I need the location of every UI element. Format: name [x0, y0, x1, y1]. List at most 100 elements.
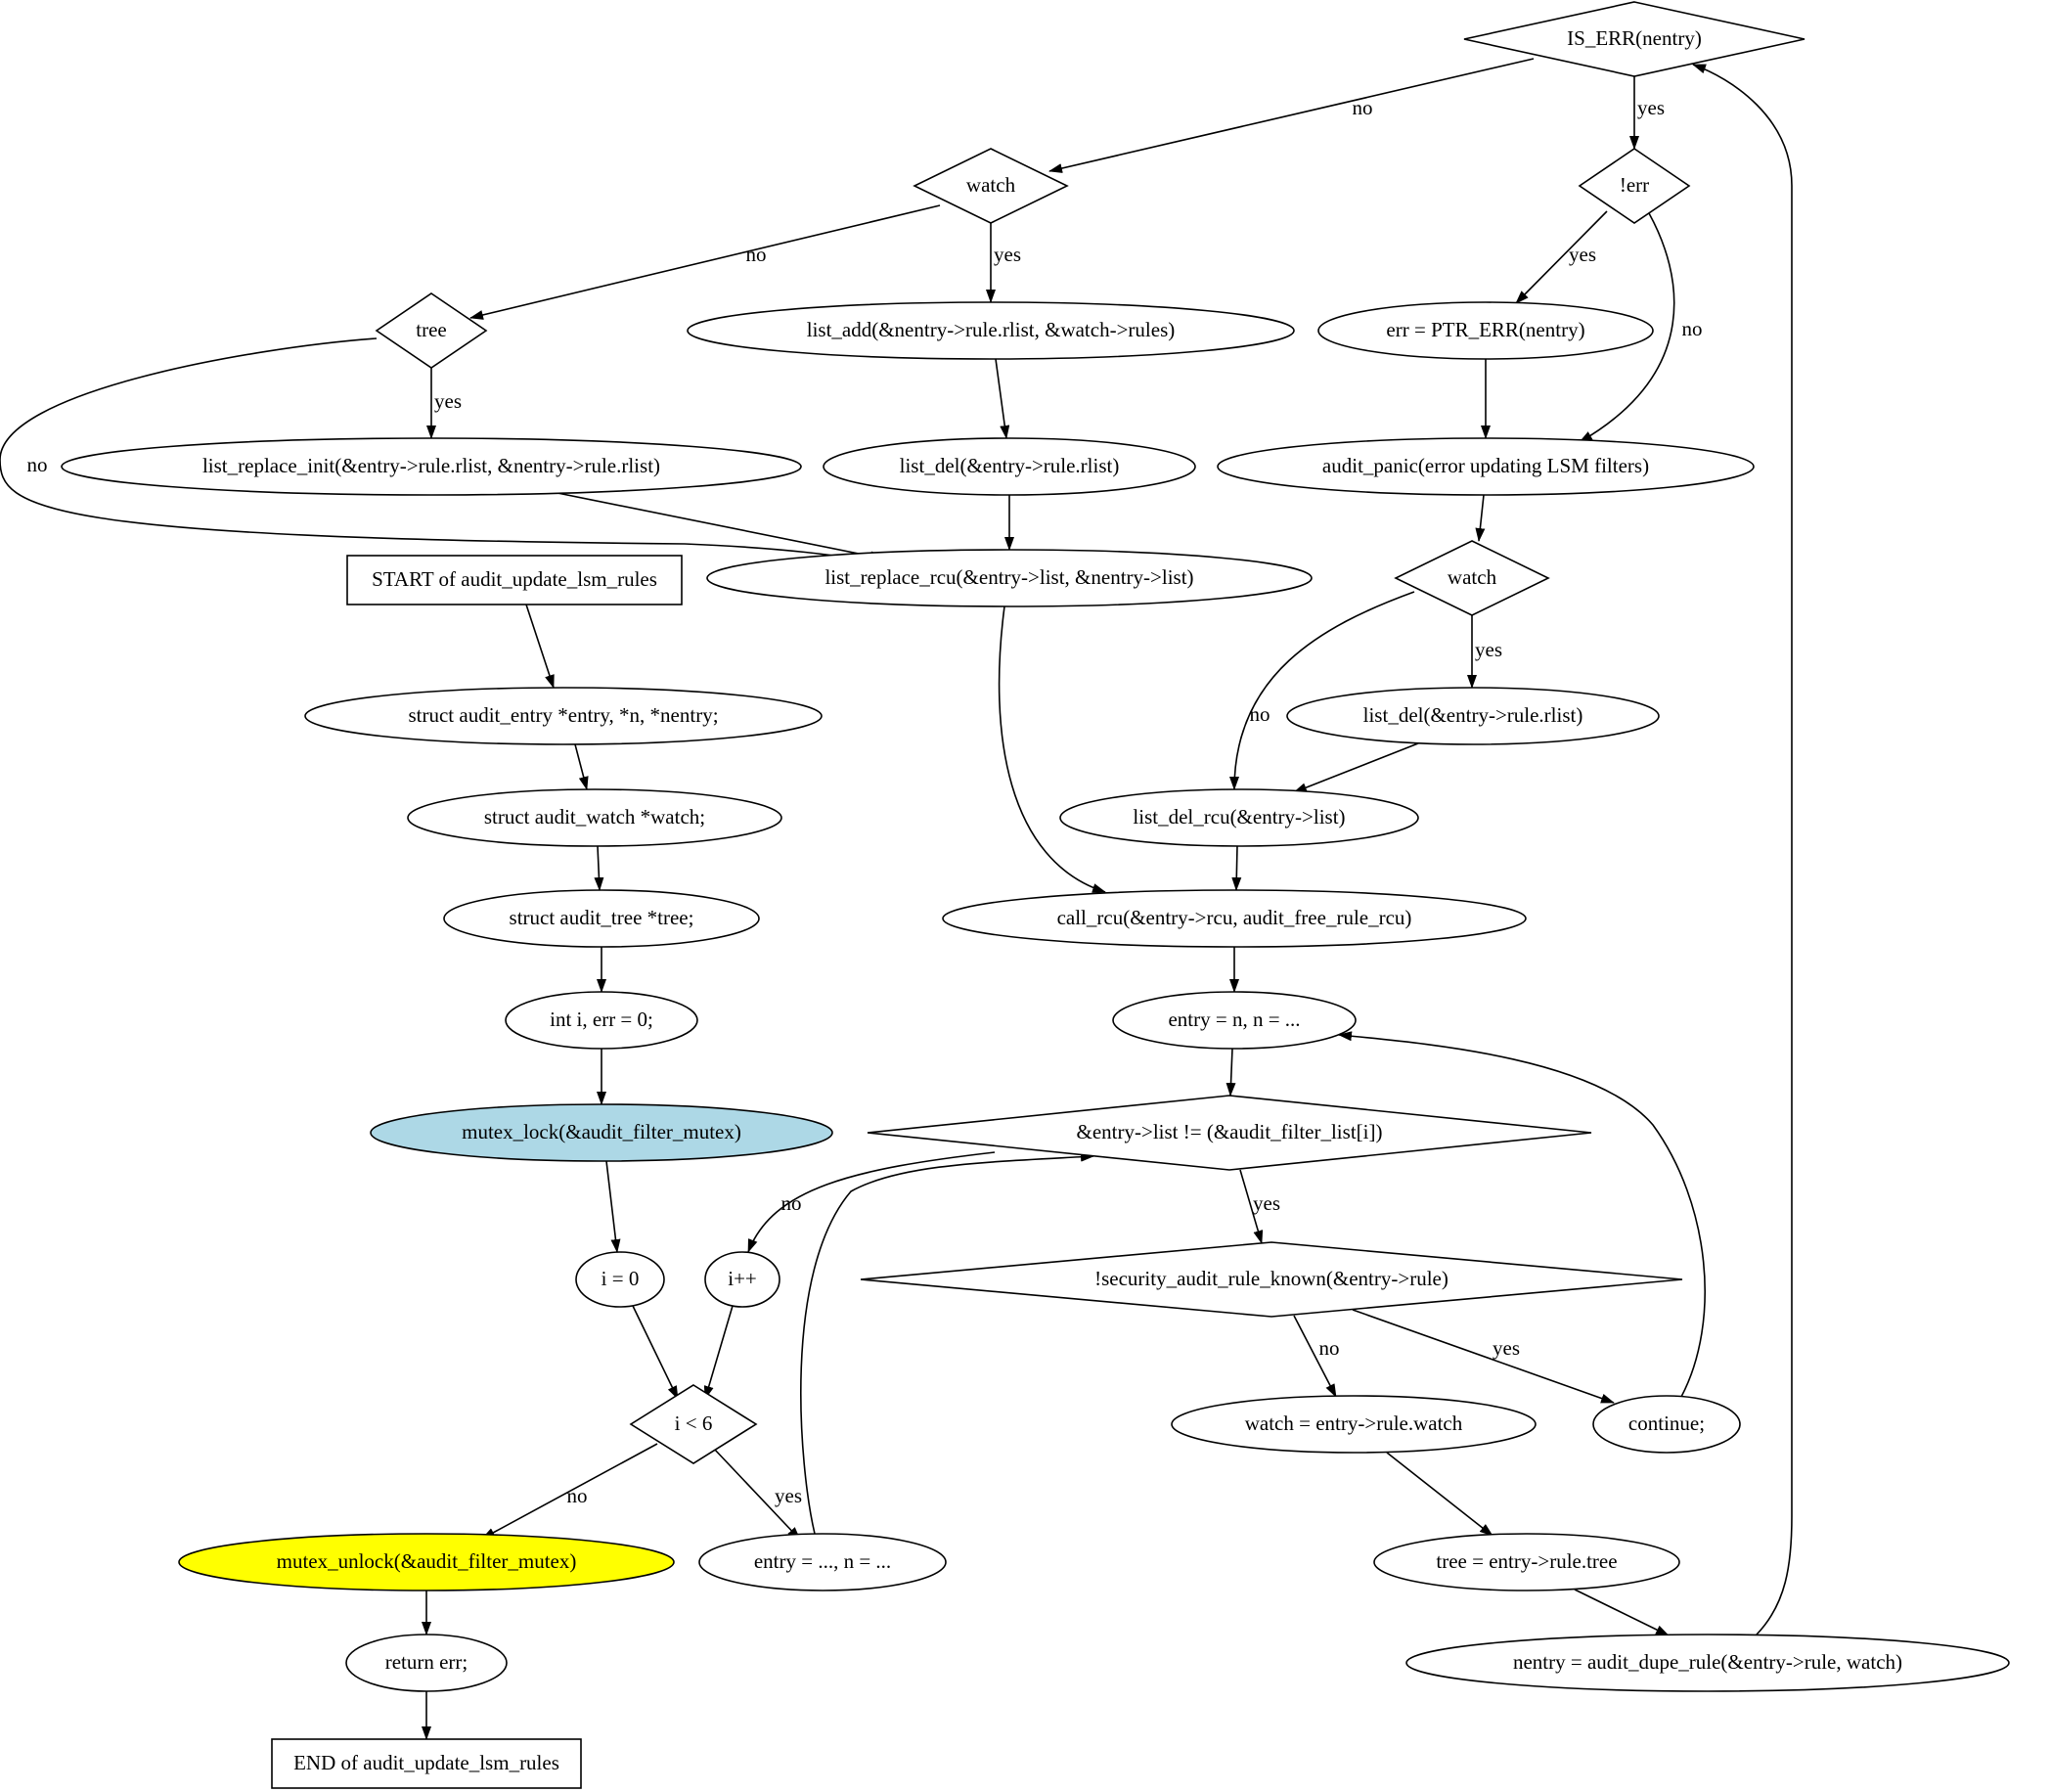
edge-list_cond-to-i_inc: [747, 1151, 996, 1253]
edge-decl_entry-to-decl_watch: [574, 743, 589, 790]
node-shape-ellipse: [704, 1251, 780, 1308]
node-err-assign: err = PTR_ERR(nentry): [1317, 301, 1654, 360]
node-shape-box: [346, 555, 683, 605]
node-entry-init: entry = ..., n = ...: [698, 1533, 947, 1591]
node-shape-ellipse: [706, 549, 1313, 607]
node-tree-assign: tree = entry->rule.tree: [1373, 1533, 1680, 1591]
edge-label-watch_cond1-to-tree_cond: no: [746, 243, 767, 266]
node-shape-ellipse: [823, 437, 1196, 496]
node-shape-ellipse: [942, 889, 1527, 948]
node-shape-ellipse: [1171, 1395, 1537, 1454]
edge-is_err-to-watch_cond1: [1048, 58, 1535, 173]
edge-tree_assign-to-nentry_assign: [1574, 1589, 1670, 1636]
edge-i_inc-to-i_cond: [703, 1305, 734, 1400]
node-label: tree = entry->rule.tree: [1436, 1549, 1617, 1573]
edge-label-list_cond-to-i_inc: no: [781, 1191, 802, 1215]
edge-label-is_err-to-watch_cond1: no: [1353, 96, 1373, 119]
edge-list_del_rcu-to-call_rcu: [1231, 845, 1242, 891]
edge-label-list_cond-to-rule_known: yes: [1253, 1191, 1280, 1215]
node-shape-ellipse: [1317, 301, 1654, 360]
edge-entry_next-to-list_cond: [1226, 1048, 1236, 1097]
edge-not_err-to-err_assign: [1515, 210, 1608, 304]
edge-label-not_err-to-err_assign: yes: [1569, 243, 1596, 266]
node-label: err = PTR_ERR(nentry): [1386, 318, 1584, 341]
node-label: IS_ERR(nentry): [1567, 26, 1702, 50]
node-mutex-lock: mutex_lock(&audit_filter_mutex): [370, 1103, 833, 1162]
node-label: i = 0: [602, 1267, 640, 1290]
node-label: list_del(&entry->rule.rlist): [900, 454, 1120, 477]
edge-watch_cond1-to-tree_cond: [469, 204, 941, 320]
node-list-cond: &entry->list != (&audit_filter_list[i]): [867, 1095, 1592, 1171]
node-shape-ellipse: [304, 687, 823, 745]
node-shape-ellipse: [687, 301, 1295, 360]
node-shape-ellipse: [1373, 1533, 1680, 1591]
node-shape-ellipse: [61, 437, 802, 496]
edge-list_add-to-list_del_rlist1: [995, 358, 1010, 439]
edge-i_init-to-i_cond: [632, 1305, 679, 1400]
node-label: !err: [1620, 173, 1649, 197]
edge-rule_known-to-watch_assign: [1293, 1315, 1337, 1398]
node-label: tree: [416, 318, 446, 341]
edge-label-watch_cond1-to-list_add: yes: [994, 243, 1021, 266]
edge-i_cond-to-mutex_unlock: [481, 1443, 658, 1540]
edge-rule_known-to-continue: [1352, 1309, 1615, 1404]
node-mutex-unlock: mutex_unlock(&audit_filter_mutex): [178, 1533, 675, 1591]
node-list-del-rlist2: list_del(&entry->rule.rlist): [1286, 687, 1660, 745]
node-shape-diamond: [375, 292, 488, 369]
node-shape-box: [271, 1738, 582, 1789]
edge-list_replace_rcu-to-call_rcu: [998, 605, 1106, 893]
node-shape-ellipse: [1217, 437, 1755, 496]
node-label: list_replace_init(&entry->rule.rlist, &n…: [202, 454, 660, 477]
node-label: continue;: [1628, 1411, 1705, 1435]
node-label: struct audit_entry *entry, *n, *nentry;: [408, 703, 718, 727]
node-shape-ellipse: [345, 1634, 508, 1692]
node-audit-panic: audit_panic(error updating LSM filters): [1217, 437, 1755, 496]
edge-label-i_cond-to-mutex_unlock: no: [567, 1484, 588, 1507]
node-shape-ellipse: [1592, 1395, 1741, 1454]
node-shape-diamond: [867, 1095, 1592, 1171]
node-watch-cond2: watch: [1394, 540, 1550, 616]
node-label: i++: [728, 1267, 757, 1290]
edge-list_replace_init-to-list_replace_rcu: [557, 492, 884, 561]
node-continue: continue;: [1592, 1395, 1741, 1454]
node-label: watch: [966, 173, 1016, 197]
node-shape-ellipse: [407, 788, 782, 847]
edge-watch_assign-to-tree_assign: [1386, 1452, 1493, 1537]
node-not-err: !err: [1578, 148, 1691, 224]
node-shape-ellipse: [1112, 991, 1357, 1050]
edge-tree_cond-to-list_replace_rcu: [0, 337, 886, 566]
node-label: list_replace_rcu(&entry->list, &nentry->…: [824, 565, 1193, 589]
node-decl-tree: struct audit_tree *tree;: [443, 889, 760, 948]
edge-mutex_lock-to-i_init: [605, 1160, 621, 1253]
node-shape-ellipse: [505, 991, 698, 1050]
edge-label-i_cond-to-entry_init: yes: [775, 1484, 802, 1507]
node-list-add: list_add(&nentry->rule.rlist, &watch->ru…: [687, 301, 1295, 360]
node-call-rcu: call_rcu(&entry->rcu, audit_free_rule_rc…: [942, 889, 1527, 948]
node-decl-int: int i, err = 0;: [505, 991, 698, 1050]
node-label: i < 6: [675, 1411, 713, 1435]
node-label: list_del(&entry->rule.rlist): [1363, 703, 1583, 727]
edge-i_cond-to-entry_init: [713, 1448, 801, 1541]
node-label: entry = n, n = ...: [1168, 1008, 1300, 1031]
edge-start-to-decl_entry: [525, 604, 555, 689]
node-shape-diamond: [629, 1384, 758, 1464]
node-label: list_del_rcu(&entry->list): [1133, 805, 1345, 829]
node-decl-watch: struct audit_watch *watch;: [407, 788, 782, 847]
edge-label-not_err-to-audit_panic: no: [1682, 317, 1703, 340]
node-shape-diamond: [1578, 148, 1691, 224]
node-shape-ellipse: [1059, 788, 1419, 847]
edge-nentry_assign-to-is_err: [1692, 64, 1793, 1635]
node-shape-ellipse: [370, 1103, 833, 1162]
node-label: mutex_unlock(&audit_filter_mutex): [277, 1549, 577, 1573]
node-is-err: IS_ERR(nentry): [1463, 1, 1805, 77]
edge-list_del_rlist2-to-list_del_rcu: [1293, 742, 1419, 793]
node-label: watch: [1448, 565, 1497, 589]
node-i-inc: i++: [704, 1251, 780, 1308]
node-list-del-rcu: list_del_rcu(&entry->list): [1059, 788, 1419, 847]
node-label: audit_panic(error updating LSM filters): [1322, 454, 1649, 477]
node-shape-ellipse: [1286, 687, 1660, 745]
edge-continue-to-entry_next: [1338, 1031, 1706, 1398]
